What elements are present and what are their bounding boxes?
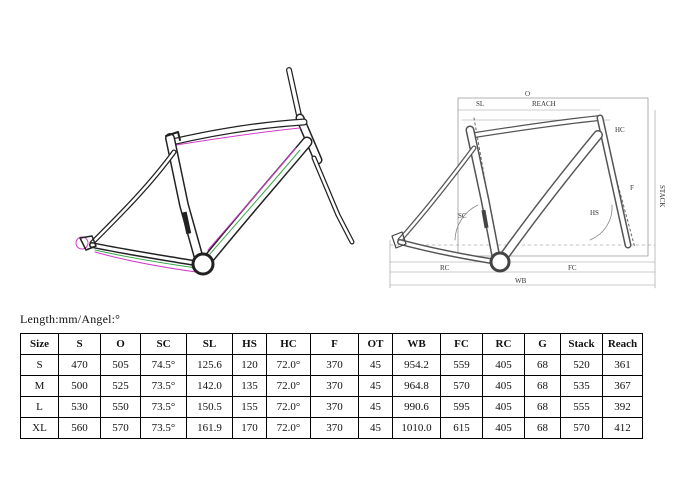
table-cell: 370 [310,417,359,439]
table-cell: 560 [58,417,101,439]
table-cell: L [20,396,59,418]
table-cell: 525 [100,375,141,397]
table-cell: 570 [100,417,141,439]
table-cell: 68 [524,375,561,397]
table-cell: 45 [358,375,393,397]
table-cell: 559 [440,354,483,376]
table-cell: WB [392,333,441,355]
table-cell: 412 [602,417,643,439]
frame-drawings: O REACH SL STACK SC HS F HC RC FC WB [75,67,666,289]
table-cell: 1010.0 [392,417,441,439]
table-cell: HS [232,333,267,355]
table-cell: 68 [524,396,561,418]
label-hs: HS [590,209,599,217]
table-cell: 72.0° [266,396,311,418]
table-cell: 964.8 [392,375,441,397]
frame-drawing-left [75,67,355,276]
label-stack: STACK [658,185,666,207]
table-cell: 72.0° [266,417,311,439]
units-caption: Length:mm/Angel:° [20,312,121,326]
label-o: O [525,90,530,98]
table-cell: SC [140,333,187,355]
table-cell: 505 [100,354,141,376]
table-cell: 530 [58,396,101,418]
table-cell: 570 [440,375,483,397]
label-reach: REACH [532,100,556,108]
table-cell: FC [440,333,483,355]
table-cell: Stack [560,333,603,355]
table-cell: 555 [560,396,603,418]
table-cell: 370 [310,375,359,397]
table-cell: 45 [358,417,393,439]
table-cell: 990.6 [392,396,441,418]
table-cell: 161.9 [186,417,233,439]
table-cell: 954.2 [392,354,441,376]
label-fc: FC [568,264,577,272]
label-rc: RC [440,264,450,272]
table-cell: S [58,333,101,355]
table-cell: S [20,354,59,376]
table-cell: 68 [524,354,561,376]
table-cell: 72.0° [266,354,311,376]
table-cell: 392 [602,396,643,418]
table-cell: 405 [482,417,525,439]
label-sl: SL [476,100,484,108]
table-cell: G [524,333,561,355]
table-cell: Size [20,333,59,355]
table-cell: 45 [358,354,393,376]
table-cell: 170 [232,417,267,439]
table-cell: SL [186,333,233,355]
table-cell: 361 [602,354,643,376]
table-cell: 68 [524,417,561,439]
table-cell: 595 [440,396,483,418]
table-cell: 120 [232,354,267,376]
table-cell: 500 [58,375,101,397]
table-cell: 370 [310,396,359,418]
table-cell: 135 [232,375,267,397]
table-cell: 405 [482,354,525,376]
table-cell: 155 [232,396,267,418]
frame-geometry-diagram [389,97,656,289]
table-cell: 570 [560,417,603,439]
table-cell: OT [358,333,393,355]
table-cell: Reach [602,333,643,355]
table-cell: 142.0 [186,375,233,397]
table-cell: RC [482,333,525,355]
table-cell: 73.5° [140,396,187,418]
table-cell: 74.5° [140,354,187,376]
table-cell: 367 [602,375,643,397]
label-f: F [630,184,634,192]
table-cell: M [20,375,59,397]
table-cell: 370 [310,354,359,376]
dimension-labels: O REACH SL STACK SC HS F HC RC FC WB [440,90,666,285]
table-cell: 72.0° [266,375,311,397]
table-cell: 45 [358,396,393,418]
table-cell: 405 [482,396,525,418]
table-cell: HC [266,333,311,355]
table-cell: 125.6 [186,354,233,376]
table-cell: XL [20,417,59,439]
table-cell: 615 [440,417,483,439]
table-cell: 73.5° [140,375,187,397]
label-wb: WB [515,277,527,285]
label-hc: HC [615,126,625,134]
table-cell: 73.5° [140,417,187,439]
table-cell: 520 [560,354,603,376]
table-cell: 150.5 [186,396,233,418]
table-cell: F [310,333,359,355]
table-cell: 550 [100,396,141,418]
label-sc: SC [458,212,467,220]
table-cell: O [100,333,141,355]
table-cell: 470 [58,354,101,376]
table-cell: 405 [482,375,525,397]
table-cell: 535 [560,375,603,397]
